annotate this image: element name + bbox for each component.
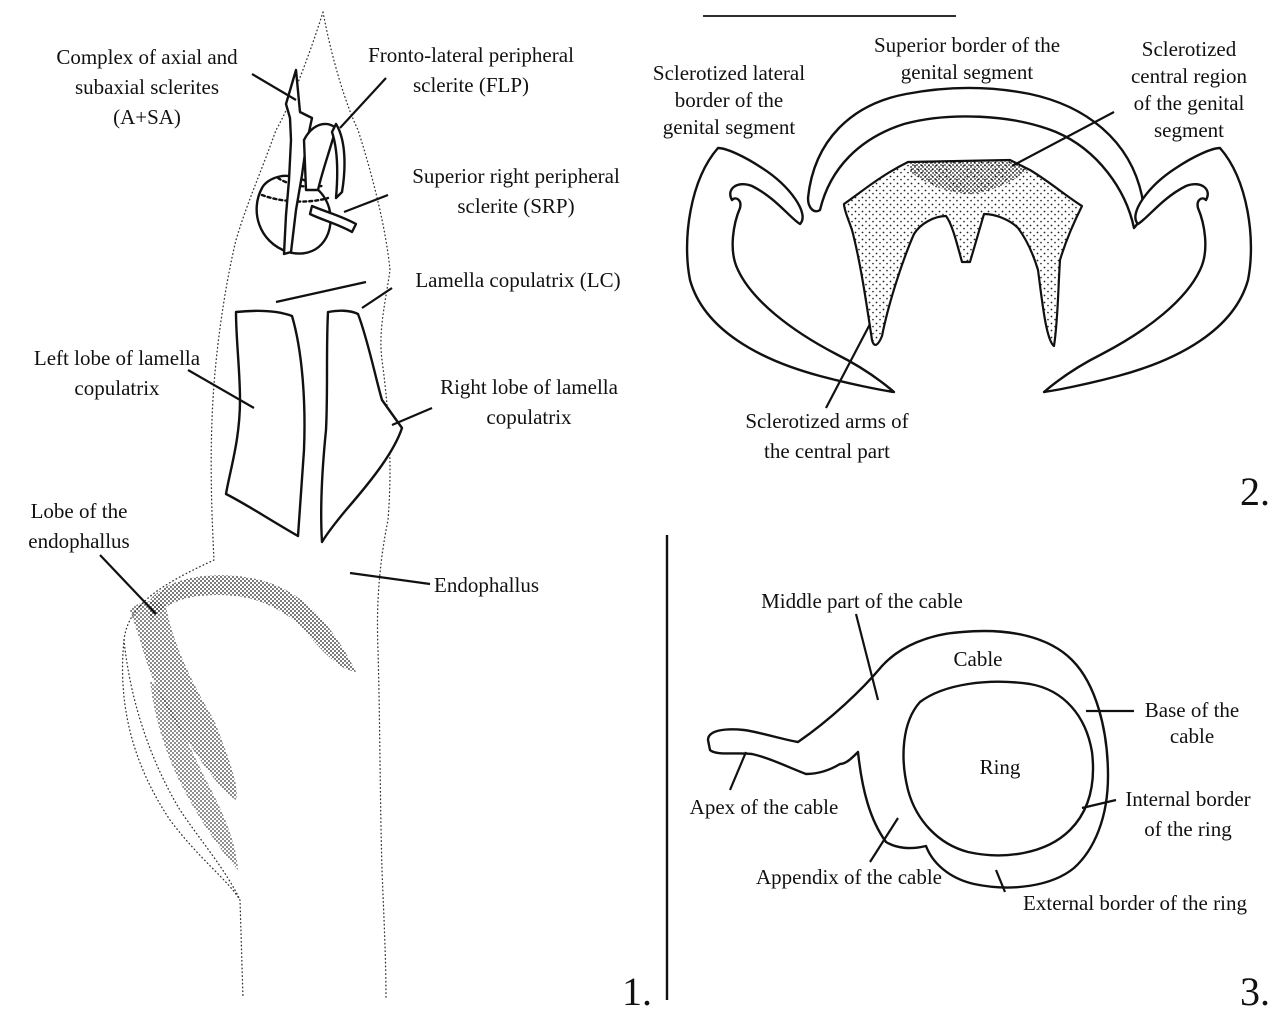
- figure-3-drawing: [708, 631, 1108, 887]
- label-endophallus: Endophallus: [434, 573, 539, 597]
- leader-flp: [340, 78, 386, 128]
- subaxial-sclerite: [304, 124, 336, 190]
- right-lateral-border: [1044, 148, 1251, 392]
- leader-srp: [344, 195, 388, 212]
- flp-sclerite: [332, 124, 344, 198]
- left-lobe-lamella: [226, 311, 305, 536]
- label-lc: Lamella copulatrix (LC): [415, 268, 620, 292]
- label-cable: Cable: [954, 647, 1003, 671]
- leader-lc-right: [362, 288, 392, 308]
- label-middle-part: Middle part of the cable: [761, 589, 963, 613]
- figure-1-number: 1.: [622, 969, 652, 1011]
- figure-3-number: 3.: [1240, 969, 1270, 1011]
- figure-2-number: 2.: [1240, 469, 1270, 514]
- right-lobe-lamella: [321, 311, 402, 542]
- leader-endophallus: [350, 573, 430, 584]
- leader-lc-left: [276, 282, 366, 302]
- leader-axial-complex: [252, 74, 296, 100]
- leader-right-lobe: [392, 408, 432, 425]
- label-apex: Apex of the cable: [690, 795, 839, 819]
- figure-1-drawing: [123, 12, 402, 998]
- leader-apex: [730, 752, 746, 790]
- label-ring: Ring: [980, 755, 1021, 779]
- label-appendix: Appendix of the cable: [756, 865, 942, 889]
- label-external-border: External border of the ring: [1023, 891, 1247, 915]
- leader-endo-lobe: [100, 555, 156, 614]
